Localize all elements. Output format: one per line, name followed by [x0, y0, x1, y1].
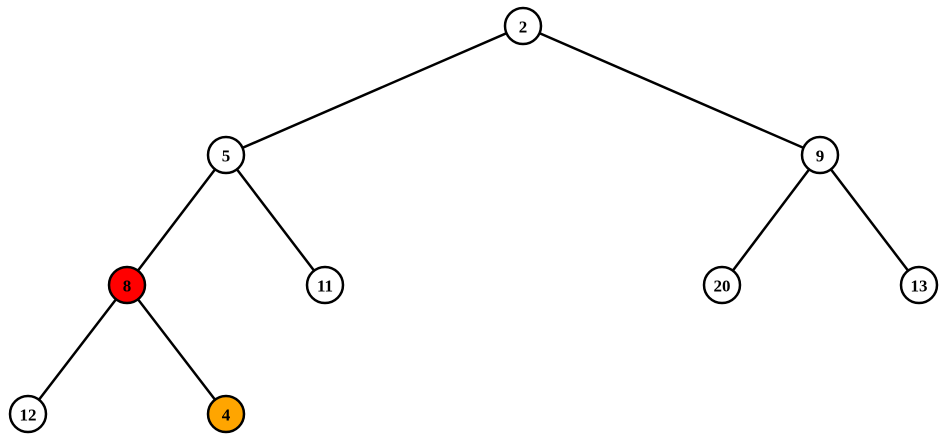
tree-node-12: 12 [8, 394, 48, 434]
edge-n8-n4 [126, 284, 227, 415]
node-label: 5 [222, 147, 231, 166]
node-circle [702, 265, 742, 305]
node-label: 20 [714, 277, 731, 296]
edge-n8-n12 [27, 284, 128, 415]
node-circle [800, 135, 840, 175]
tree-node-13: 13 [899, 265, 939, 305]
tree-node-11: 11 [305, 265, 345, 305]
tree-node-8: 8 [107, 265, 147, 305]
edge-n5-n11 [225, 154, 326, 286]
tree-node-5: 5 [206, 135, 246, 175]
node-label: 11 [317, 277, 333, 296]
edge-n5-n8 [126, 154, 227, 286]
node-circle [305, 265, 345, 305]
node-label: 8 [123, 277, 132, 296]
tree-node-4: 4 [206, 394, 246, 434]
edge-n9-n20 [721, 154, 821, 286]
node-circle [107, 265, 147, 305]
tree-nodes: 2 5 9 8 11 20 13 12 4 [8, 6, 939, 434]
tree-node-2: 2 [503, 6, 543, 46]
node-circle [899, 265, 939, 305]
node-label: 4 [222, 406, 231, 425]
node-label: 9 [816, 147, 825, 166]
node-circle [206, 394, 246, 434]
tree-node-20: 20 [702, 265, 742, 305]
node-circle [206, 135, 246, 175]
edge-n2-n5 [225, 24, 524, 157]
edge-n9-n13 [819, 154, 920, 286]
edge-n2-n9 [522, 24, 821, 157]
node-label: 2 [519, 18, 528, 37]
node-label: 13 [911, 277, 928, 296]
node-circle [8, 394, 48, 434]
node-circle [503, 6, 543, 46]
tree-node-9: 9 [800, 135, 840, 175]
node-label: 12 [20, 406, 37, 425]
tree-edges [27, 24, 920, 415]
